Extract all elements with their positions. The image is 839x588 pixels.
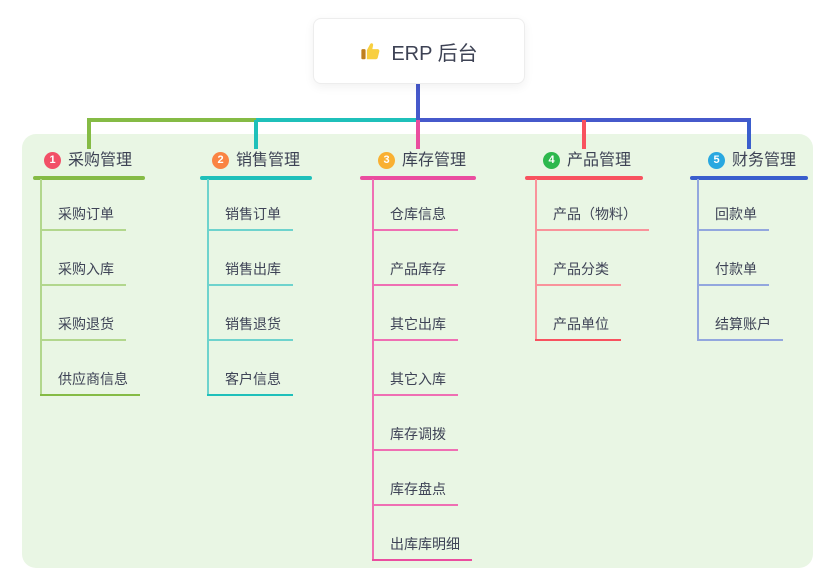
branch-number-badge: 4 (543, 152, 560, 169)
branch-title[interactable]: 库存管理 (402, 152, 467, 169)
branch-item-underline (535, 229, 649, 231)
branch-number-badge: 2 (212, 152, 229, 169)
branch-item[interactable]: 产品库存 (390, 261, 446, 277)
branch-item[interactable]: 出库库明细 (390, 536, 460, 552)
branch-drop-line (87, 120, 91, 149)
thumbs-up-icon (360, 40, 382, 62)
branch-drop-line (747, 120, 751, 149)
branch-item-underline (535, 339, 621, 341)
branch-number-badge: 1 (44, 152, 61, 169)
branch-underline (33, 176, 145, 180)
branch-item-underline (372, 284, 458, 286)
branch-item-underline (372, 504, 458, 506)
branch-trunk-line (697, 179, 699, 341)
root-node[interactable]: ERP 后台 (313, 18, 525, 84)
branch-drop-line (582, 120, 586, 149)
branch-item-underline (40, 394, 140, 396)
branch-item-underline (372, 229, 458, 231)
branch-title[interactable]: 采购管理 (68, 152, 133, 169)
bus-segment-1 (87, 118, 256, 122)
branch-item[interactable]: 客户信息 (225, 371, 281, 387)
branches-panel (22, 134, 813, 568)
branch-title[interactable]: 产品管理 (567, 152, 632, 169)
branch-item-underline (40, 229, 126, 231)
branch-item-underline (697, 339, 783, 341)
branch-item-underline (372, 394, 458, 396)
branch-item[interactable]: 结算账户 (715, 316, 771, 332)
branch-trunk-line (207, 179, 209, 396)
branch-item-underline (207, 394, 293, 396)
branch-title[interactable]: 销售管理 (236, 152, 301, 169)
branch-item[interactable]: 产品单位 (553, 316, 609, 332)
branch-item[interactable]: 产品分类 (553, 261, 609, 277)
branch-item-underline (40, 284, 126, 286)
branch-item[interactable]: 库存盘点 (390, 481, 446, 497)
branch-trunk-line (372, 179, 374, 561)
branch-underline (525, 176, 643, 180)
branch-item[interactable]: 销售退货 (225, 316, 281, 332)
bus-segment-2 (256, 118, 416, 122)
branch-item-underline (207, 339, 293, 341)
branch-item-underline (207, 284, 293, 286)
branch-trunk-line (40, 179, 42, 396)
branch-item[interactable]: 付款单 (715, 261, 757, 277)
branch-underline (690, 176, 808, 180)
branch-number-badge: 5 (708, 152, 725, 169)
branch-item-underline (372, 339, 458, 341)
branch-item[interactable]: 仓库信息 (390, 206, 446, 222)
branch-trunk-line (535, 179, 537, 341)
branch-item[interactable]: 供应商信息 (58, 371, 128, 387)
branch-item-underline (697, 229, 769, 231)
branch-underline (360, 176, 476, 180)
branch-item-underline (372, 449, 458, 451)
branch-item-underline (535, 284, 621, 286)
branch-item[interactable]: 回款单 (715, 206, 757, 222)
branch-item[interactable]: 采购入库 (58, 261, 114, 277)
branch-item[interactable]: 采购订单 (58, 206, 114, 222)
branch-item[interactable]: 销售订单 (225, 206, 281, 222)
branch-title[interactable]: 财务管理 (732, 152, 797, 169)
root-connector-line (416, 83, 420, 120)
branch-item-underline (207, 229, 293, 231)
root-title: ERP 后台 (391, 42, 478, 65)
branch-item[interactable]: 库存调拨 (390, 426, 446, 442)
branch-drop-line (254, 120, 258, 149)
branch-item[interactable]: 销售出库 (225, 261, 281, 277)
branch-item-underline (40, 339, 126, 341)
branch-underline (200, 176, 312, 180)
branch-item[interactable]: 其它出库 (390, 316, 446, 332)
branch-item-underline (697, 284, 769, 286)
branch-drop-line (416, 120, 420, 149)
branch-item[interactable]: 采购退货 (58, 316, 114, 332)
branch-item[interactable]: 产品（物料） (553, 206, 637, 222)
branch-item-underline (372, 559, 472, 561)
branch-number-badge: 3 (378, 152, 395, 169)
branch-item[interactable]: 其它入库 (390, 371, 446, 387)
